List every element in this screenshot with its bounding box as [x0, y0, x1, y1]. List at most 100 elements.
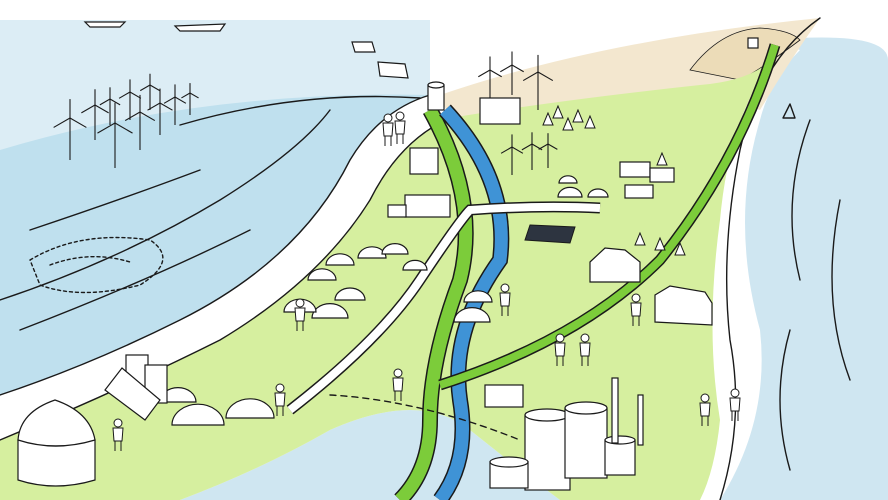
person-legs	[394, 391, 402, 401]
wind-turbine	[522, 54, 554, 110]
turbine-blade	[114, 122, 133, 134]
people	[112, 111, 741, 451]
person-body	[579, 342, 591, 357]
person-body	[630, 302, 642, 317]
turbine-blade	[500, 146, 513, 154]
person-body	[499, 292, 511, 307]
person-body	[274, 392, 286, 407]
land	[0, 50, 780, 500]
turbine-blade	[174, 96, 187, 104]
onshore-wind-turbines	[478, 51, 558, 175]
turbine-blade	[69, 117, 87, 128]
tree	[542, 111, 554, 126]
storage-silos	[17, 354, 168, 487]
person	[630, 293, 642, 326]
person-head	[383, 113, 393, 123]
person-legs	[296, 321, 304, 331]
wind-turbine	[181, 83, 199, 115]
person-body	[699, 402, 711, 417]
turbine-blade	[159, 102, 173, 111]
tree	[674, 241, 686, 256]
tree	[634, 231, 646, 246]
person-legs	[632, 316, 640, 326]
inner-coastline	[0, 117, 451, 441]
turbine-blade	[181, 92, 191, 99]
biogas-dome	[325, 253, 355, 266]
person-head	[275, 383, 285, 393]
wind-turbine	[118, 79, 142, 120]
turbine-blade	[547, 143, 558, 150]
wind-turbine	[500, 134, 524, 175]
person	[729, 388, 741, 421]
turbine-blade	[97, 122, 116, 134]
person	[392, 368, 404, 401]
turbine-blade	[489, 69, 502, 78]
sandbank	[29, 236, 164, 294]
person-body	[392, 377, 404, 392]
person-legs	[396, 134, 404, 144]
biogas-dome	[357, 246, 387, 259]
person-legs	[384, 136, 392, 146]
port-facility	[387, 81, 521, 218]
turbine-blade	[149, 84, 161, 92]
person-body	[394, 120, 406, 135]
ships	[83, 21, 796, 119]
wind-turbine	[53, 99, 87, 160]
turbine-blade	[522, 71, 539, 82]
left-coastline	[0, 94, 431, 396]
turbine-blade	[538, 143, 549, 150]
underground-line	[329, 394, 521, 441]
wind-turbine	[99, 87, 121, 125]
person-legs	[581, 356, 589, 366]
turbine-blade	[163, 96, 176, 104]
biogas-dome	[557, 186, 583, 198]
person	[274, 383, 286, 416]
person-body	[554, 342, 566, 357]
person-head	[555, 333, 565, 343]
biogas-domes	[159, 175, 609, 426]
pier	[179, 95, 421, 126]
biogas-dome	[587, 188, 609, 198]
biogas-dome	[453, 307, 491, 323]
person	[382, 113, 394, 146]
person-body	[112, 427, 124, 442]
industrial-tanks	[484, 377, 644, 491]
person-legs	[701, 416, 709, 426]
turbine-blade	[537, 71, 554, 82]
biogas-dome	[334, 287, 366, 301]
person-head	[295, 298, 305, 308]
person	[112, 418, 124, 451]
person-head	[395, 111, 405, 121]
tree	[654, 236, 666, 251]
person-head	[393, 368, 403, 378]
person-head	[500, 283, 510, 293]
person-legs	[731, 411, 739, 421]
person	[394, 111, 406, 144]
wind-turbine	[500, 51, 524, 95]
wind-turbine	[81, 89, 109, 140]
biogas-dome	[381, 243, 409, 255]
person	[294, 298, 306, 331]
tree	[562, 116, 574, 131]
person-legs	[276, 406, 284, 416]
person	[699, 393, 711, 426]
wind-turbine	[478, 56, 502, 100]
wind-turbine	[163, 84, 187, 125]
turbine-blade	[94, 104, 109, 114]
turbine-blade	[99, 98, 111, 106]
wind-turbine	[538, 133, 558, 168]
turbine-blade	[118, 91, 131, 99]
turbine-blade	[511, 146, 524, 154]
tree	[656, 151, 668, 166]
person-legs	[501, 306, 509, 316]
biogas-dome	[558, 175, 578, 184]
person-body	[382, 122, 394, 137]
person-body	[729, 397, 741, 412]
right-sea	[720, 37, 888, 500]
turbine-blade	[129, 91, 142, 99]
sea-waves	[0, 109, 851, 471]
person-head	[730, 388, 740, 398]
person-head	[700, 393, 710, 403]
turbine-blade	[521, 143, 533, 151]
turbine-blade	[511, 64, 524, 73]
